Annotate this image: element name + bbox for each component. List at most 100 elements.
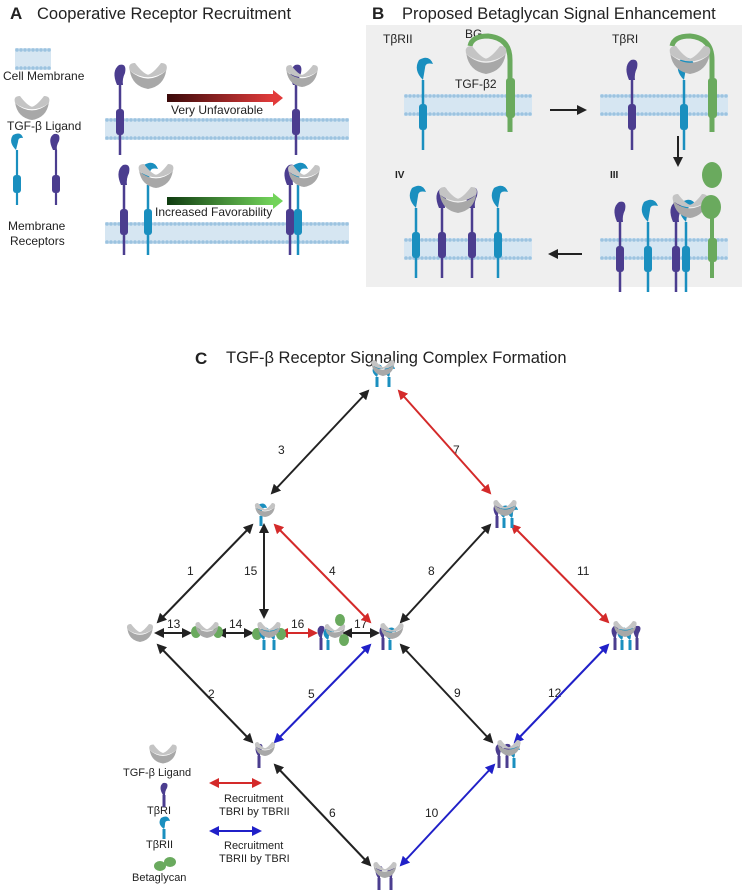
lipid-head (720, 238, 724, 242)
lipid-head (321, 136, 325, 140)
lipid-head (285, 136, 289, 140)
lipid-head (664, 256, 668, 260)
lipid-head (468, 94, 472, 98)
lipid-head (305, 118, 309, 122)
lipid-head (672, 112, 676, 116)
lipid-head (600, 238, 604, 242)
c-legend-tbri-glyph (160, 782, 168, 807)
node-2-ligand (257, 622, 281, 638)
lipid-head (504, 256, 508, 260)
node-ligand (126, 624, 154, 642)
tbri-ectodomain (614, 201, 626, 222)
lipid-head (221, 240, 225, 244)
lipid-head (313, 118, 317, 122)
tbri-ectodomain (626, 59, 638, 80)
lipid-head (197, 240, 201, 244)
lipid-head (612, 112, 616, 116)
lipid-head (221, 222, 225, 226)
lipid-head (620, 94, 624, 98)
label-tbrii: TβRII (383, 32, 413, 46)
lipid-head (624, 256, 628, 260)
lipid-head (297, 136, 301, 140)
lipid-head (696, 238, 700, 242)
tbrii-kinase (494, 232, 502, 258)
node-3-betaglycan (335, 614, 349, 646)
lipid-head (35, 66, 39, 70)
ligand-body (380, 627, 404, 639)
lipid-head (612, 238, 616, 242)
lipid-head (221, 136, 225, 140)
lipid-head (233, 222, 237, 226)
lipid-head (117, 240, 121, 244)
c-legend-red-label-1: Recruitment (224, 793, 284, 805)
lipid-head (520, 94, 524, 98)
ligand-top (439, 187, 477, 202)
edge-10 (399, 763, 496, 867)
b4-ligand (439, 187, 477, 213)
lipid-head (173, 240, 177, 244)
legend-ligand-label: TGF-β Ligand (7, 119, 82, 133)
lipid-head (229, 136, 233, 140)
lipid-head (169, 136, 173, 140)
lipid-head (512, 256, 516, 260)
lipid-head (640, 94, 644, 98)
b1-betaglycan-arm (467, 33, 513, 132)
lipid-head (444, 112, 448, 116)
panel-a-letter: A (10, 4, 23, 23)
lipid-head (109, 118, 113, 122)
lipid-head (432, 112, 436, 116)
lipid-head (628, 256, 632, 260)
lipid-head (608, 112, 612, 116)
ligand-body (466, 54, 506, 74)
ligand-top (324, 624, 346, 632)
lipid-head (233, 240, 237, 244)
edge-2 (156, 643, 254, 744)
arrow-favorability-label: Increased Favorability (155, 205, 273, 219)
lipid-head (416, 94, 420, 98)
lipid-head (173, 136, 177, 140)
lipid-head (337, 118, 341, 122)
lipid-head (269, 240, 273, 244)
lipid-head (273, 240, 277, 244)
ligand-top (669, 46, 711, 62)
lipid-head (137, 222, 141, 226)
lipid-head (408, 94, 412, 98)
lipid-head (716, 94, 720, 98)
step-iv-label: IV (395, 170, 405, 181)
b3-tbrii-1 (641, 199, 658, 292)
ligand-body (129, 70, 167, 89)
lipid-head (724, 94, 728, 98)
lipid-head (157, 136, 161, 140)
lipid-head (253, 136, 257, 140)
lipid-head (704, 94, 708, 98)
lipid-head (448, 238, 452, 242)
lipid-head (213, 136, 217, 140)
lipid-head (233, 136, 237, 140)
lipid-head (109, 240, 113, 244)
lipid-head (193, 118, 197, 122)
lipid-head (205, 136, 209, 140)
lipid-head (668, 94, 672, 98)
lipid-head (452, 256, 456, 260)
lipid-head (133, 136, 137, 140)
legend-cell-membrane-label: Cell Membrane (3, 69, 85, 83)
lipid-head (113, 136, 117, 140)
lipid-head (704, 256, 708, 260)
lipid-head (680, 238, 684, 242)
lipid-head (404, 94, 408, 98)
lipid-head (632, 256, 636, 260)
tbri-kinase (116, 109, 124, 135)
lipid-head (688, 238, 692, 242)
lipid-head (508, 238, 512, 242)
lipid-head (15, 48, 19, 52)
lipid-head (452, 238, 456, 242)
lipid-head (189, 118, 193, 122)
lipid-head (337, 136, 341, 140)
lipid-head (460, 256, 464, 260)
lipid-head (600, 256, 604, 260)
lipid-head (309, 240, 313, 244)
lipid-head (612, 94, 616, 98)
lipid-head (329, 222, 333, 226)
c-legend-blue-label-1: Recruitment (224, 840, 284, 852)
br-tbri-a (495, 743, 503, 768)
